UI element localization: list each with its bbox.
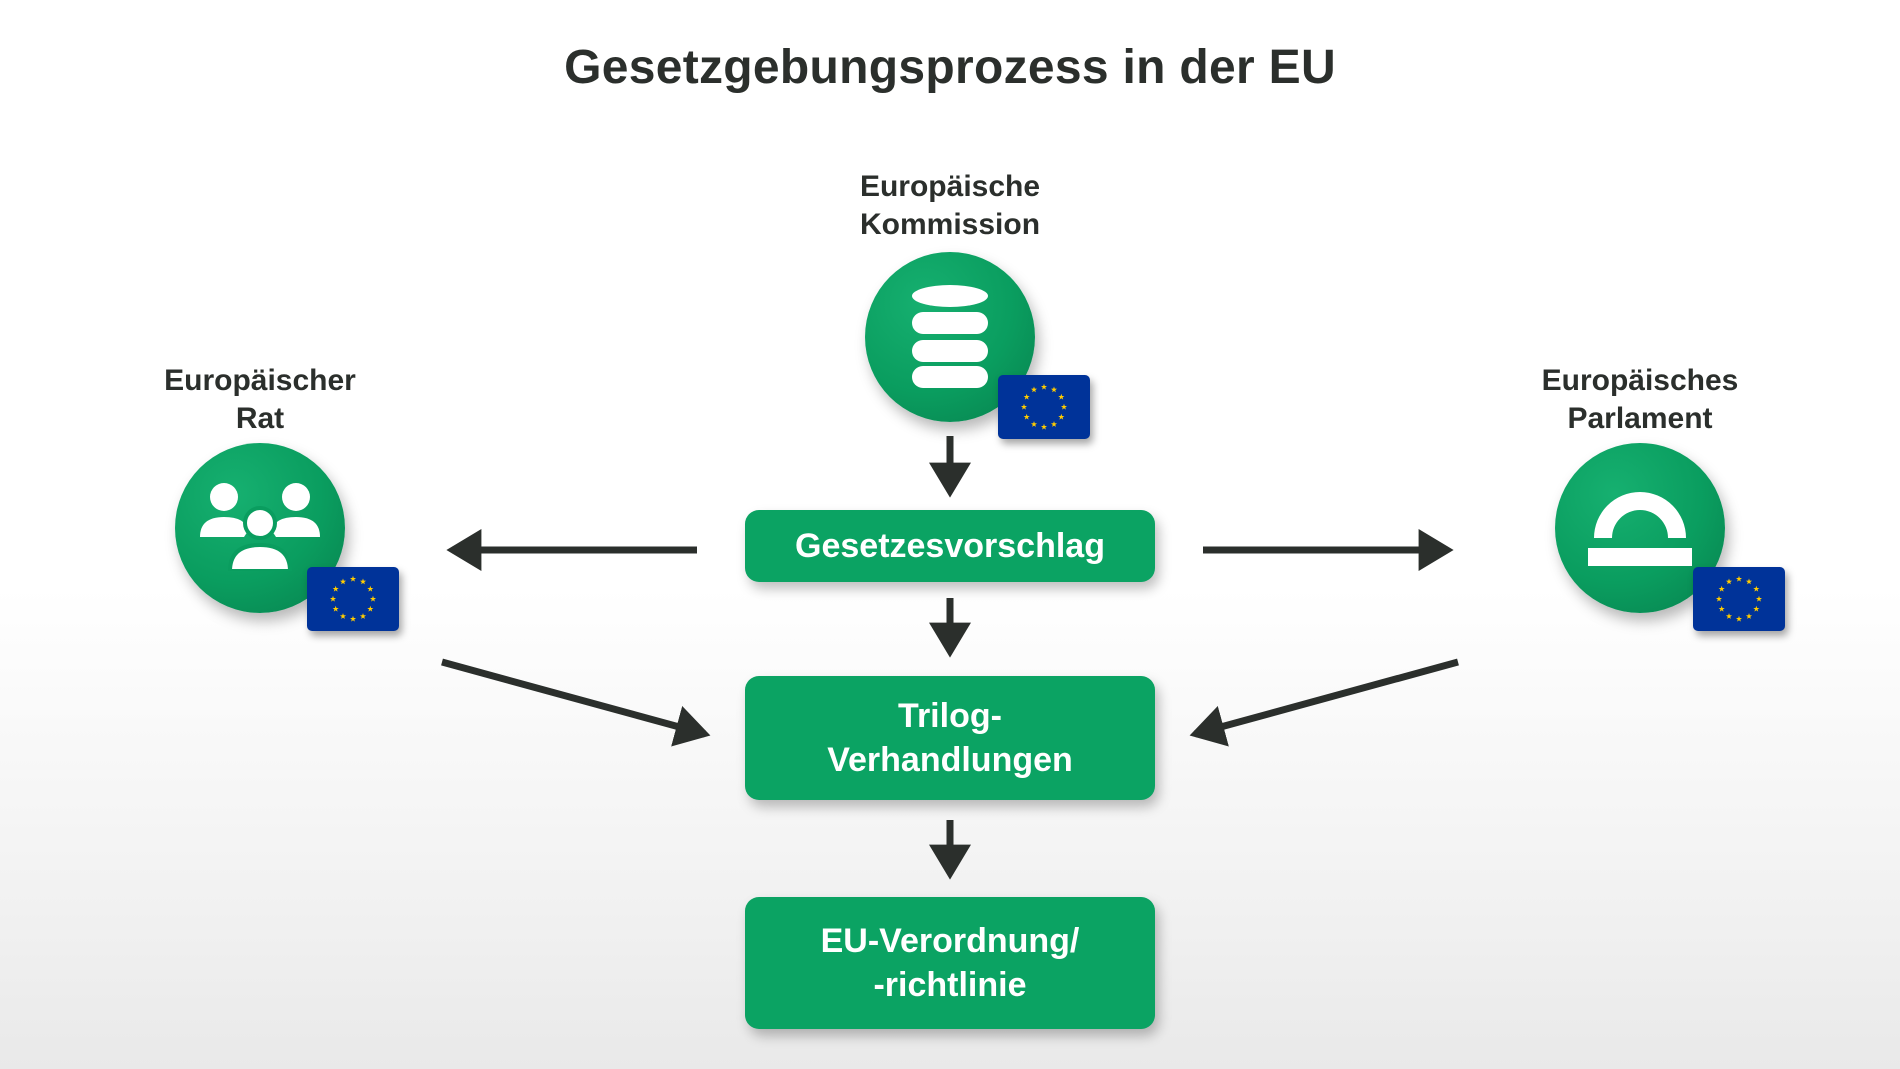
eu-star-icon bbox=[1040, 383, 1048, 390]
eu-star-icon bbox=[1718, 585, 1725, 592]
eu-flag-icon bbox=[307, 567, 399, 631]
eu-star-icon bbox=[367, 605, 374, 612]
parliament-label-line2: Parlament bbox=[1567, 402, 1713, 435]
step-trilog-line1: Trilog- bbox=[898, 697, 1002, 735]
eu-star-icon bbox=[339, 578, 347, 585]
eu-star-icon bbox=[367, 585, 374, 592]
eu-star-icon bbox=[1030, 386, 1038, 393]
commission-label: Europäische Kommission bbox=[790, 168, 1110, 244]
database-icon bbox=[910, 282, 990, 393]
council-label-line1: Europäischer bbox=[164, 364, 356, 397]
eu-star-icon bbox=[1718, 605, 1725, 612]
eu-star-icon bbox=[1058, 393, 1065, 400]
people-group-icon bbox=[194, 481, 326, 576]
eu-star-icon bbox=[1023, 393, 1030, 400]
eu-star-icon bbox=[369, 595, 377, 602]
eu-star-icon bbox=[1755, 595, 1763, 602]
step-trilog: Trilog- Verhandlungen bbox=[745, 676, 1155, 800]
eu-star-icon bbox=[329, 595, 337, 602]
eu-star-icon bbox=[1050, 386, 1058, 393]
step-result: EU-Verordnung/ -richtlinie bbox=[745, 897, 1155, 1029]
eu-star-icon bbox=[1715, 595, 1723, 602]
eu-star-icon bbox=[1753, 585, 1760, 592]
eu-star-icon bbox=[339, 613, 347, 619]
eu-star-icon bbox=[1058, 413, 1065, 420]
step-proposal: Gesetzesvorschlag bbox=[745, 510, 1155, 582]
eu-star-icon bbox=[1735, 575, 1743, 582]
parliament-label: Europäisches Parlament bbox=[1480, 362, 1800, 438]
arrow-parliament-to-trilog bbox=[1189, 658, 1459, 747]
eu-star-icon bbox=[1020, 403, 1028, 410]
council-label: Europäischer Rat bbox=[100, 362, 420, 438]
eu-star-icon bbox=[1753, 605, 1760, 612]
eu-star-icon bbox=[1745, 578, 1753, 585]
eu-star-icon bbox=[1725, 613, 1733, 619]
page-title: Gesetzgebungsprozess in der EU bbox=[564, 41, 1336, 94]
step-trilog-line2: Verhandlungen bbox=[827, 741, 1073, 779]
council-circle bbox=[175, 443, 345, 613]
eu-star-icon bbox=[1050, 421, 1058, 427]
parliament-arch-icon bbox=[1584, 484, 1696, 573]
eu-star-icon bbox=[359, 578, 367, 585]
eu-star-icon bbox=[1745, 613, 1753, 619]
eu-star-icon bbox=[359, 613, 367, 619]
eu-flag-icon bbox=[1693, 567, 1785, 631]
eu-star-icon bbox=[1023, 413, 1030, 420]
parliament-label-line1: Europäisches bbox=[1541, 364, 1739, 397]
eu-star-icon bbox=[1725, 578, 1733, 585]
eu-star-icon bbox=[1735, 615, 1743, 622]
eu-star-icon bbox=[349, 575, 357, 582]
eu-star-icon bbox=[349, 615, 357, 622]
eu-star-icon bbox=[1060, 403, 1068, 410]
commission-label-line1: Europäische bbox=[859, 170, 1041, 203]
eu-star-icon bbox=[332, 605, 339, 612]
step-result-line1: EU-Verordnung/ bbox=[820, 922, 1080, 960]
council-label-line2: Rat bbox=[235, 402, 285, 435]
eu-star-icon bbox=[332, 585, 339, 592]
step-result-line2: -richtlinie bbox=[873, 966, 1027, 1004]
eu-star-icon bbox=[1030, 421, 1038, 427]
eu-star-icon bbox=[1040, 423, 1048, 430]
arrow-council-to-trilog bbox=[441, 658, 711, 747]
step-proposal-label: Gesetzesvorschlag bbox=[795, 527, 1105, 565]
eu-flag-icon bbox=[998, 375, 1090, 439]
commission-label-line2: Kommission bbox=[859, 208, 1041, 241]
